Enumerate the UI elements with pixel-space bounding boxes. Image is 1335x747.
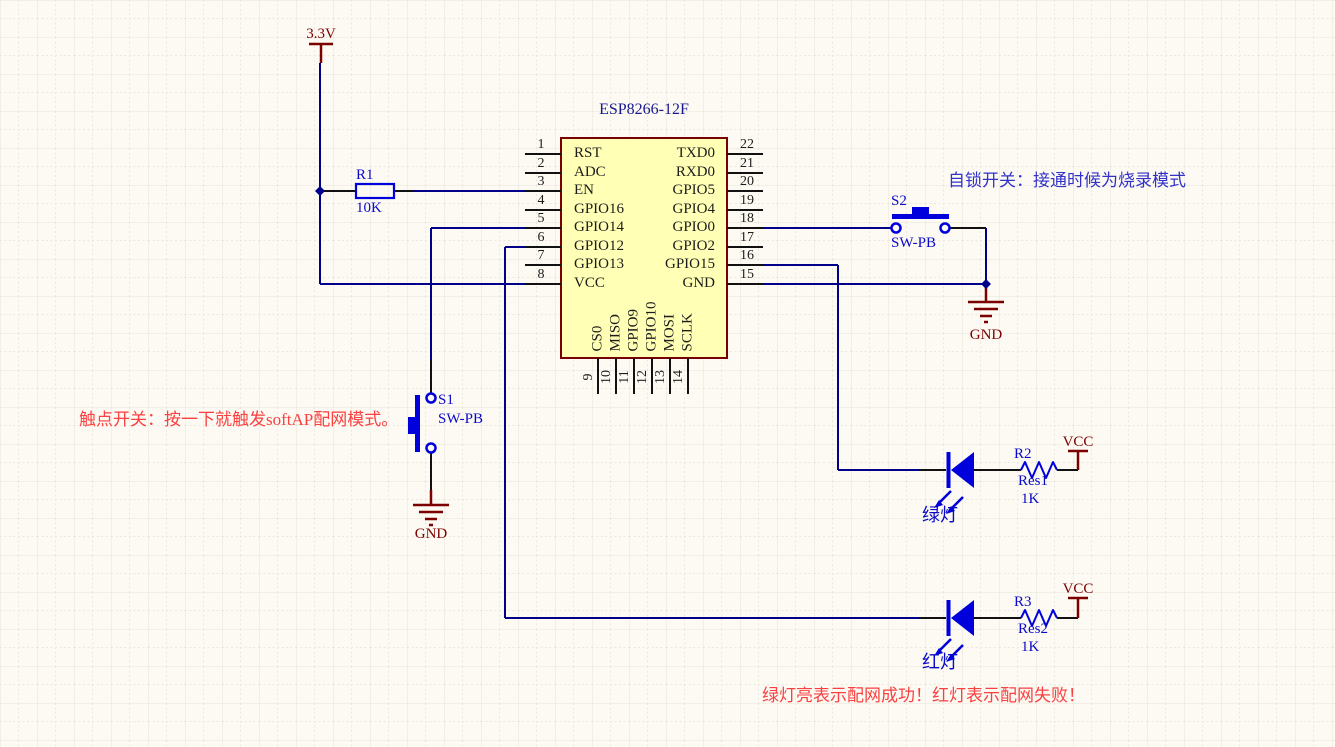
r1-value: 10K: [356, 200, 382, 216]
pin-name: EN: [574, 182, 594, 198]
pin-name: GPIO9: [625, 308, 642, 352]
pin-number: 18: [740, 211, 754, 226]
component-leads: [322, 190, 1078, 619]
pin-number: 16: [740, 248, 754, 263]
power-ground-symbols[interactable]: [309, 42, 1088, 618]
pin-name: GPIO2: [672, 238, 715, 254]
pin-number: 19: [740, 193, 754, 208]
pin-number: 11: [617, 370, 632, 384]
pin-number: 20: [740, 174, 754, 189]
chip-pin-stubs[interactable]: [525, 153, 763, 394]
gnd-s1-label: GND: [414, 526, 448, 542]
pin-number: 21: [740, 156, 754, 171]
pin-name: GPIO15: [664, 256, 715, 272]
pin-name: GPIO5: [672, 182, 715, 198]
pin-name: CS0: [589, 325, 606, 352]
led-red-label: 红灯: [922, 652, 958, 672]
pin-name: GPIO10: [643, 301, 660, 352]
resistor-r3[interactable]: [1020, 609, 1058, 627]
resistor-r1[interactable]: [354, 182, 396, 200]
pin-name: ADC: [574, 164, 606, 180]
pin-number: 12: [635, 370, 650, 384]
pin-number: 5: [537, 211, 545, 226]
gnd-s2-label: GND: [969, 327, 1003, 343]
pin-number: 14: [671, 370, 686, 384]
pin-number: 7: [537, 248, 545, 263]
power-vcc-red-label: VCC: [1062, 581, 1094, 597]
pin-name: SCLK: [679, 313, 696, 352]
s2-designator: S2: [891, 193, 907, 209]
r2-value: 1K: [1021, 491, 1040, 507]
pin-name: TXD0: [676, 145, 715, 161]
result-note: 绿灯亮表示配网成功！红灯表示配网失败！: [762, 686, 1085, 705]
pin-name: RXD0: [675, 164, 715, 180]
led-green-label: 绿灯: [922, 505, 958, 525]
pin-number: 15: [740, 267, 754, 282]
pin-name: GND: [682, 275, 716, 291]
r3-part: Res2: [1018, 621, 1048, 637]
pin-number: 17: [740, 230, 754, 245]
led-green[interactable]: [934, 452, 974, 514]
s1-note: 触点开关：按一下就触发softAP配网模式。: [79, 410, 399, 429]
pin-name: GPIO12: [574, 238, 625, 254]
power-33v-label: 3.3V: [306, 26, 336, 42]
switch-s2[interactable]: [890, 207, 951, 234]
s2-note: 自锁开关：接通时候为烧录模式: [948, 171, 1186, 190]
pin-name: MISO: [607, 313, 624, 352]
r1-designator: R1: [356, 167, 374, 183]
pin-number: 3: [537, 174, 545, 189]
pin-number: 2: [537, 156, 545, 171]
switch-s1[interactable]: [408, 392, 437, 454]
r2-part: Res1: [1018, 473, 1048, 489]
pin-name: GPIO13: [574, 256, 625, 272]
pin-number: 10: [599, 370, 614, 384]
wire-net[interactable]: [319, 63, 987, 619]
pin-number: 6: [537, 230, 545, 245]
pin-number: 4: [537, 193, 545, 208]
pin-name: VCC: [574, 275, 605, 291]
s1-designator: S1: [438, 392, 454, 408]
pin-number: 9: [581, 373, 596, 381]
pin-name: GPIO16: [574, 201, 625, 217]
power-vcc-green-label: VCC: [1062, 434, 1094, 450]
pin-number: 8: [537, 267, 545, 282]
pin-name: GPIO14: [574, 219, 625, 235]
s1-part: SW-PB: [438, 411, 484, 427]
pin-name: GPIO0: [672, 219, 715, 235]
esp8266-chip[interactable]: [525, 137, 763, 394]
pin-name: GPIO4: [672, 201, 715, 217]
pin-number: 1: [537, 137, 545, 152]
led-red[interactable]: [934, 600, 974, 662]
r3-value: 1K: [1021, 639, 1040, 655]
s2-part: SW-PB: [891, 235, 937, 251]
resistor-r2[interactable]: [1020, 461, 1058, 479]
r3-designator: R3: [1014, 594, 1032, 610]
r2-designator: R2: [1014, 446, 1032, 462]
pin-name: MOSI: [661, 313, 678, 352]
pin-number: 13: [653, 370, 668, 384]
pin-name: RST: [574, 145, 602, 161]
pin-number: 22: [740, 137, 754, 152]
chip-title: ESP8266-12F: [599, 101, 689, 118]
